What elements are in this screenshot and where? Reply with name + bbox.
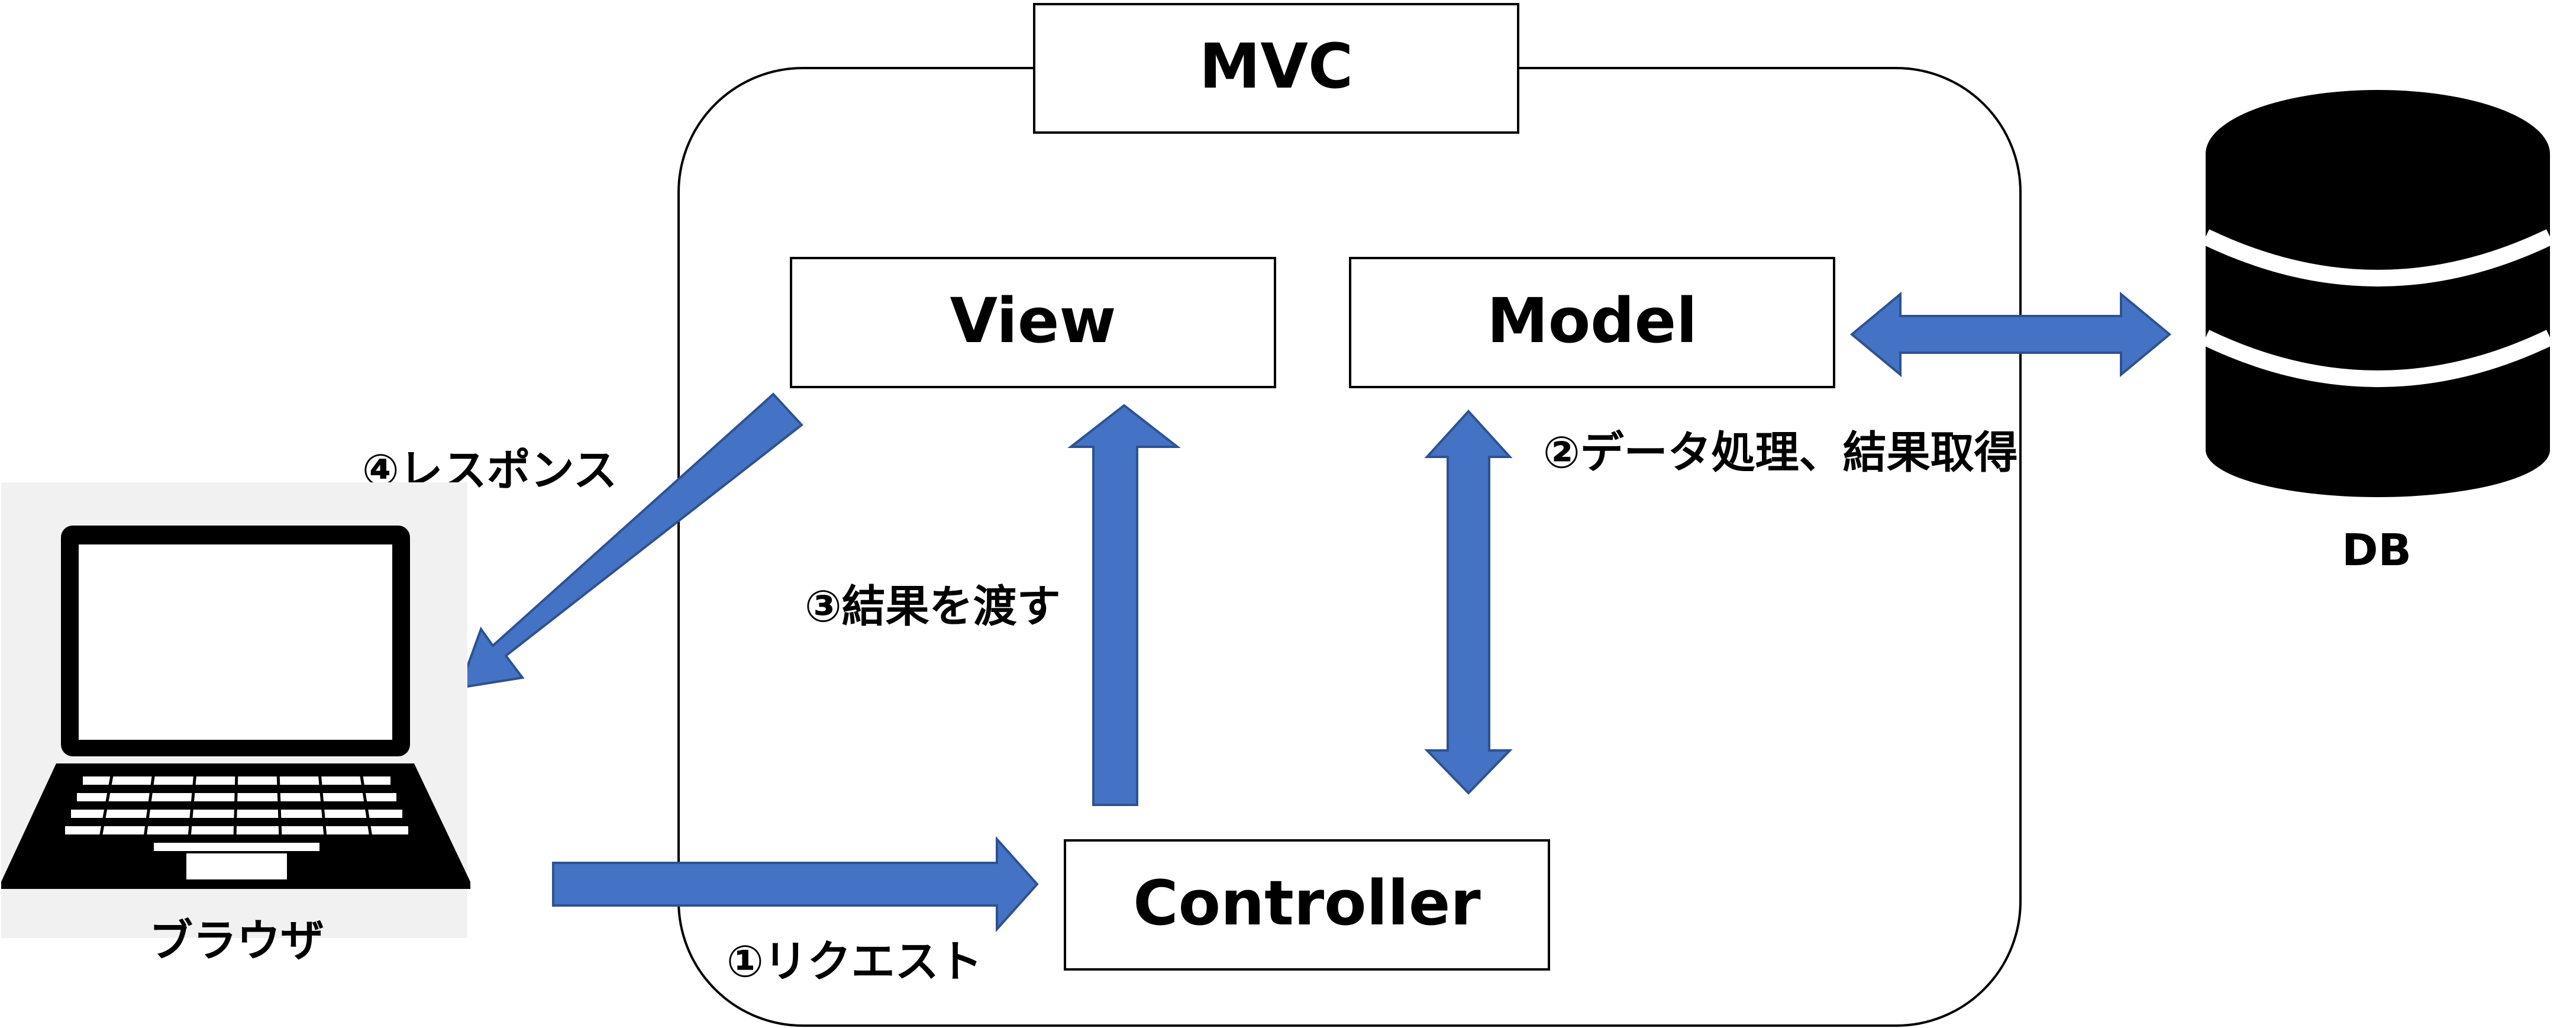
db-label: DB (2342, 525, 2412, 576)
controller-label: Controller (1133, 867, 1480, 939)
view-label: View (950, 285, 1116, 357)
arrow-response (457, 392, 803, 689)
arrow-controller-model (1424, 410, 1513, 795)
arrow-request (552, 836, 1039, 933)
step-process-label: ②データ処理、結果取得 (1543, 427, 2018, 478)
laptop-icon (1, 482, 470, 938)
arrow-controller-to-view (1067, 404, 1181, 806)
arrow-model-db (1849, 291, 2172, 378)
database-icon (2201, 90, 2554, 497)
model-label: Model (1487, 285, 1697, 357)
controller-box (1064, 839, 1550, 971)
step-request-label: ①リクエスト (727, 936, 983, 987)
view-box (790, 257, 1276, 388)
mvc-title-box (1033, 3, 1519, 134)
step-pass-result-label: ③結果を渡す (805, 581, 1061, 632)
browser-label: ブラウザ (149, 916, 324, 966)
mvc-title: MVC (1199, 30, 1353, 102)
model-box (1349, 257, 1835, 388)
